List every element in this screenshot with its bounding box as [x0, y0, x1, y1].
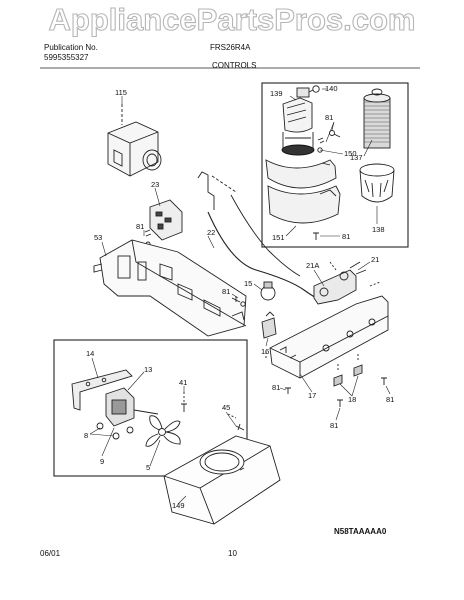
footer-page: 10: [228, 549, 237, 558]
callout-149: 149: [172, 501, 185, 510]
callout-81: 81: [325, 113, 333, 122]
diagram-code: N58TAAAAA0: [334, 527, 387, 536]
filter-head-part: [281, 85, 320, 156]
switch-part: [333, 352, 363, 387]
screw-part: [181, 392, 187, 412]
lamp-bulb-part: [260, 281, 276, 301]
filter-housing-part: [359, 163, 395, 203]
fan-blade-part: [145, 415, 181, 447]
callout-81: 81: [330, 421, 338, 430]
fan-motor-part: [105, 387, 159, 427]
dispenser-bracket-part: [269, 295, 389, 379]
callout-138: 138: [372, 225, 385, 234]
callout-139: 139: [270, 89, 283, 98]
control-board-box-part: [107, 121, 162, 177]
callout-81: 81: [272, 383, 280, 392]
callout-21a: 21A: [306, 261, 319, 270]
callout-9: 9: [100, 457, 104, 466]
water-valve-part: [313, 261, 367, 305]
callout-41: 41: [179, 378, 187, 387]
watermark-text: AppliancePartsPros.com: [49, 2, 416, 37]
callout-151: 151: [272, 233, 285, 242]
callout-137: 137: [350, 153, 363, 162]
filter-cover-part: [265, 159, 341, 224]
callout-18: 18: [348, 395, 356, 404]
publication-label: Publication No.: [44, 43, 98, 52]
filter-inset-box: [261, 82, 409, 248]
callout-21: 21: [371, 255, 379, 264]
callout-16: 16: [261, 347, 269, 356]
dispenser-housing-part: [93, 239, 247, 337]
callout-150: 150: [344, 149, 357, 158]
fan-shroud-part: [163, 435, 281, 525]
callout-22: 22: [207, 228, 215, 237]
watermark: AppliancePartsPros.com: [48, 1, 416, 37]
screw-part: [317, 130, 341, 153]
callout-81: 81: [386, 395, 394, 404]
model-number: FRS26R4A: [210, 43, 251, 52]
callout-45: 45: [222, 403, 230, 412]
callout-8: 8: [84, 431, 88, 440]
callout-115: 115: [115, 88, 127, 97]
callout-23: 23: [151, 180, 159, 189]
fan-bracket-part: [71, 369, 133, 411]
circuit-board-part: [149, 199, 183, 241]
callout-81: 81: [222, 287, 230, 296]
callout-81: 81: [342, 232, 350, 241]
fan-inset-box: [53, 339, 248, 477]
water-filter-cartridge: [363, 88, 391, 149]
callout-81: 81: [136, 222, 144, 231]
callout-140: 140: [325, 84, 338, 93]
publication-number: 5995355327: [44, 53, 89, 62]
screw-part: [265, 352, 387, 407]
footer-date: 06/01: [40, 549, 61, 558]
callout-17: 17: [308, 391, 316, 400]
callout-13: 13: [144, 365, 152, 374]
callout-53: 53: [94, 233, 102, 242]
section-title: CONTROLS: [212, 61, 257, 70]
screw-part: [313, 232, 319, 240]
screw-part: [227, 413, 245, 431]
callout-14: 14: [86, 349, 94, 358]
callout-15: 15: [244, 279, 252, 288]
lamp-socket-part: [261, 311, 277, 339]
callout-5: 5: [146, 463, 150, 472]
